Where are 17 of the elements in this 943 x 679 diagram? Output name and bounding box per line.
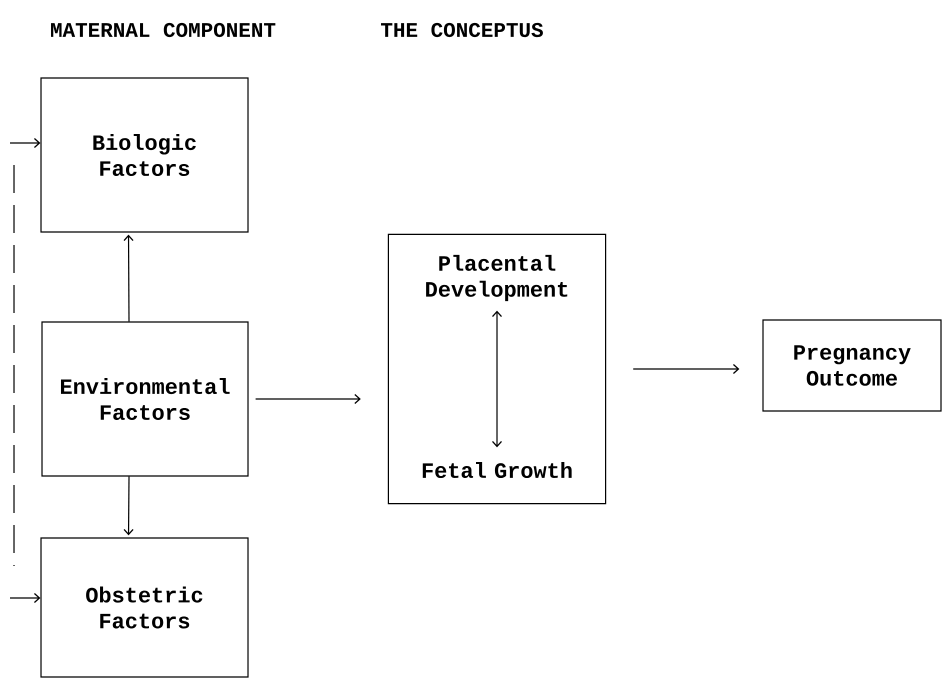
arrow — [10, 138, 40, 148]
arrow — [633, 364, 740, 374]
empty-box — [388, 234, 606, 504]
factor-box: Pregnancy Outcome — [762, 319, 942, 412]
box-text: Fetal Growth — [422, 462, 572, 478]
column-heading: THE CONCEPTUS — [381, 22, 543, 38]
arrow — [492, 310, 502, 448]
factor-box: Biologic Factors — [40, 77, 249, 233]
box-text: Placental Development — [426, 254, 568, 302]
factor-box: Environmental Factors — [41, 321, 249, 477]
arrow — [124, 234, 134, 322]
column-heading: MATERNAL COMPONENT — [51, 22, 276, 38]
factor-box: Obstetric Factors — [40, 537, 249, 678]
arrow — [10, 593, 40, 603]
arrow — [124, 476, 134, 536]
dashed-line — [13, 165, 15, 566]
arrow — [256, 394, 361, 404]
